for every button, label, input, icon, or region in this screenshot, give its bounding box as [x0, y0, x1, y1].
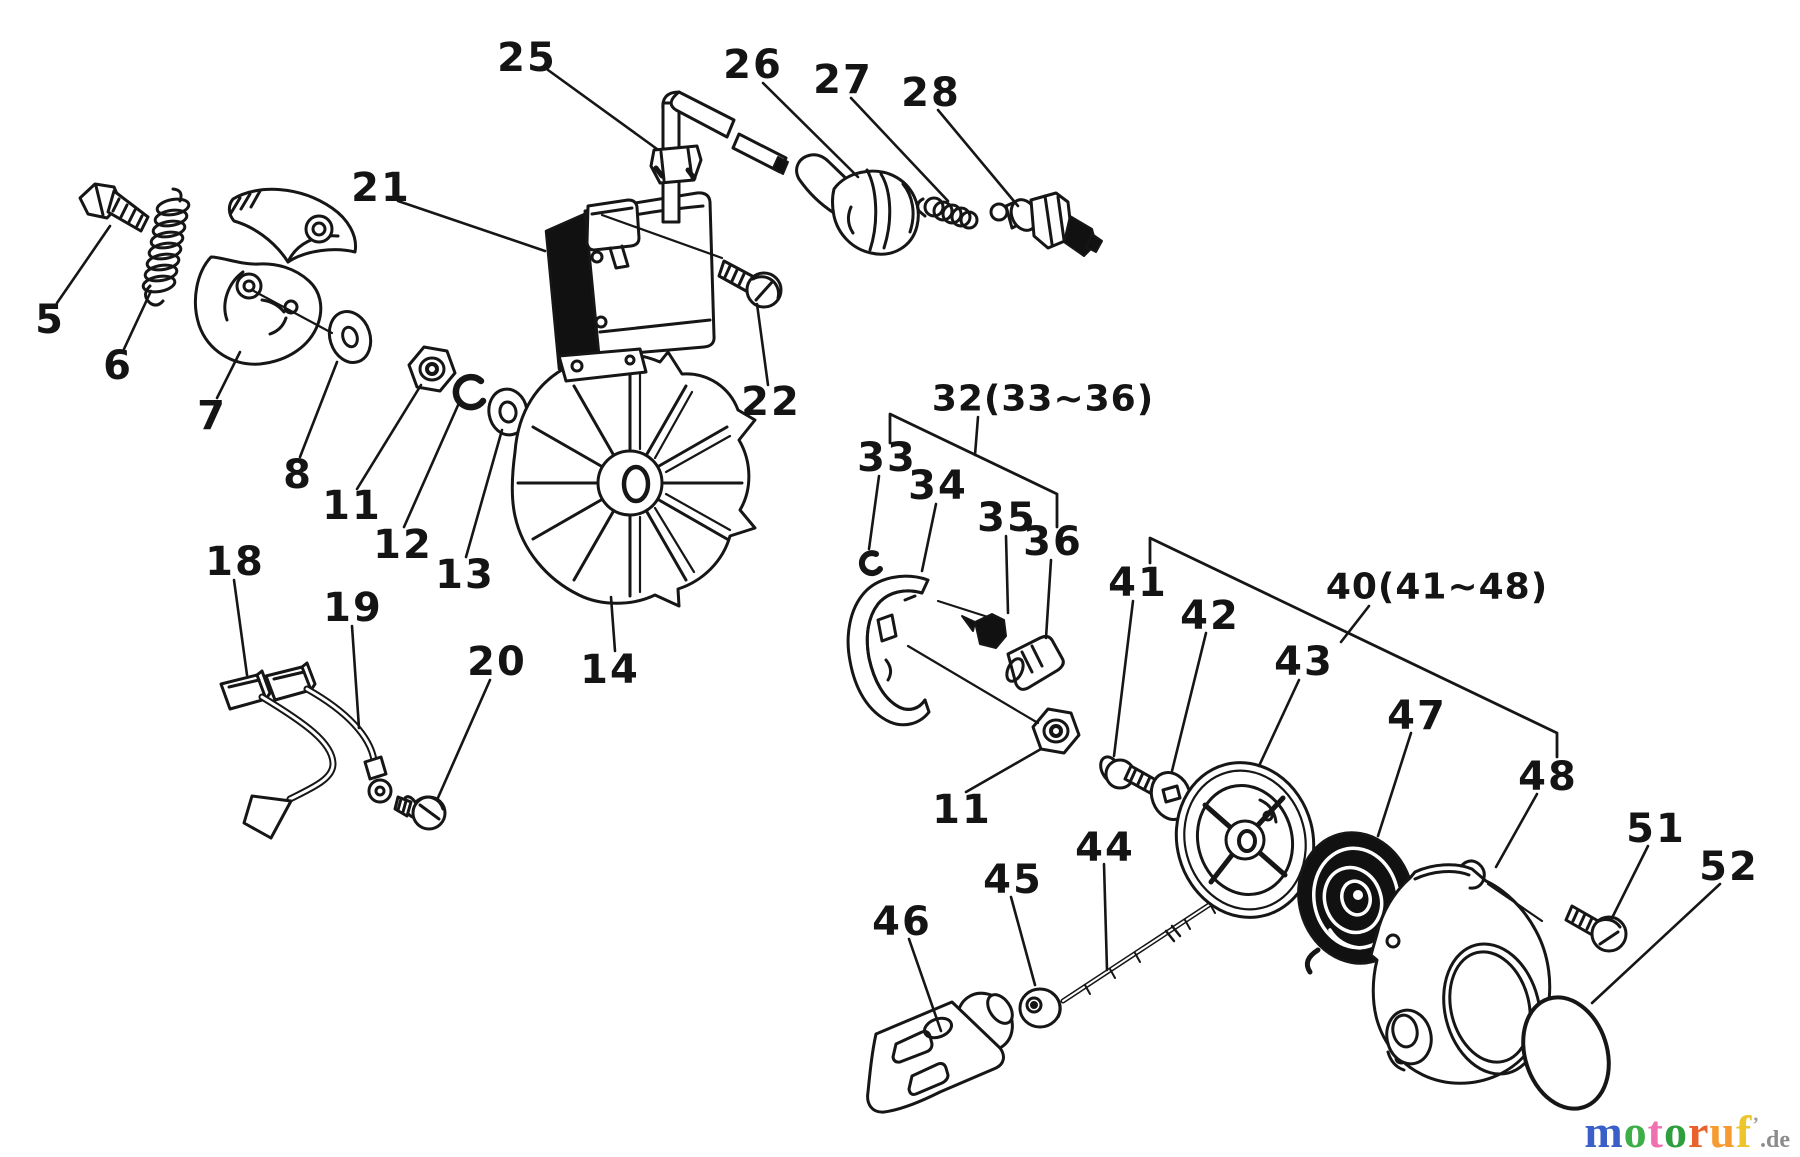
part-label-21: 21	[351, 165, 411, 211]
part-label-36: 36	[1023, 519, 1083, 565]
part-label-42: 42	[1180, 593, 1240, 639]
part-label-48: 48	[1518, 754, 1578, 800]
starter-pulley-43-drawing	[1174, 761, 1316, 919]
logo-letter: t	[1647, 1106, 1664, 1157]
starter-handle-46-drawing	[866, 991, 1014, 1114]
logo-letter: r	[1687, 1106, 1710, 1157]
part-label-5: 5	[35, 297, 65, 343]
bolt-5-drawing	[78, 182, 150, 233]
stop-wire-18-drawing	[219, 669, 337, 840]
clip-33-drawing	[858, 550, 883, 577]
part-label-27: 27	[813, 57, 873, 103]
part-label-13: 13	[435, 552, 495, 598]
group-bracket-40	[1148, 536, 1559, 759]
switch-housing-34-drawing	[846, 574, 931, 727]
bolt-51-drawing	[1564, 904, 1628, 953]
cap-spring-27-drawing	[916, 196, 979, 230]
group-bracket-32	[888, 412, 1059, 529]
lead-wire-19-drawing	[264, 661, 393, 804]
part-label-33: 33	[857, 435, 917, 481]
part-label-52: 52	[1699, 844, 1759, 890]
part-label-40-group: 40(41~48)	[1326, 567, 1548, 608]
part-label-8: 8	[283, 452, 313, 498]
bolt-22-drawing	[717, 259, 783, 309]
ignition-coil-21-drawing	[544, 191, 716, 383]
high-tension-lead-25-drawing	[649, 90, 789, 224]
part-label-22: 22	[741, 379, 801, 425]
screw-20-drawing	[393, 795, 447, 831]
assembly-axis-lines	[250, 213, 1544, 923]
motoruf-watermark: motoruf’.de	[1584, 1109, 1790, 1155]
part-label-12: 12	[373, 522, 433, 568]
logo-letter: u	[1709, 1106, 1736, 1157]
switch-contact-35-drawing	[961, 613, 1007, 649]
part-label-14: 14	[580, 647, 640, 693]
part-label-20: 20	[467, 639, 527, 685]
clutch-assembly-7-drawing	[193, 187, 358, 366]
logo-letter: o	[1623, 1106, 1648, 1157]
flywheel-14-drawing	[510, 350, 757, 608]
hex-nut-11-drawing	[407, 345, 457, 393]
part-label-19: 19	[323, 585, 383, 631]
tension-spring-6-drawing	[141, 187, 191, 307]
part-label-44: 44	[1075, 825, 1135, 871]
leader-lines	[55, 68, 1722, 1033]
logo-letter: o	[1663, 1106, 1688, 1157]
part-label-11b: 11	[932, 787, 992, 833]
washer-8-drawing	[327, 310, 373, 364]
spark-plug-cap-26-drawing	[795, 153, 920, 256]
part-label-7: 7	[197, 393, 227, 439]
washer-13-drawing	[487, 387, 529, 437]
part-label-32-group: 32(33~36)	[932, 379, 1154, 420]
bolt-41-drawing	[1099, 755, 1158, 795]
stop-switch-36-drawing	[1005, 634, 1065, 691]
spark-plug-28-drawing	[989, 191, 1103, 257]
logo-letter: f	[1736, 1106, 1753, 1157]
part-label-43: 43	[1274, 639, 1334, 685]
part-label-46: 46	[872, 899, 932, 945]
lock-washer-12-drawing	[452, 373, 487, 411]
part-label-41: 41	[1108, 560, 1168, 606]
logo-domain-suffix: .de	[1760, 1127, 1790, 1153]
part-label-18: 18	[205, 539, 265, 585]
part-label-35: 35	[977, 495, 1037, 541]
part-label-6: 6	[103, 343, 133, 389]
part-label-11: 11	[322, 483, 382, 529]
part-label-34: 34	[908, 463, 968, 509]
part-label-51: 51	[1626, 806, 1686, 852]
part-label-25: 25	[497, 35, 557, 81]
cover-plate-52-drawing	[1521, 995, 1611, 1111]
logo-letter: m	[1584, 1106, 1624, 1157]
logo-tick: ’	[1752, 1113, 1760, 1136]
rope-bushing-45-drawing	[1018, 987, 1062, 1029]
part-label-28: 28	[901, 70, 961, 116]
part-label-47: 47	[1387, 693, 1447, 739]
starter-housing-48-drawing	[1369, 859, 1552, 1085]
part-label-45: 45	[983, 857, 1043, 903]
hex-nut-11b-drawing	[1031, 707, 1081, 755]
part-label-26: 26	[723, 42, 783, 88]
